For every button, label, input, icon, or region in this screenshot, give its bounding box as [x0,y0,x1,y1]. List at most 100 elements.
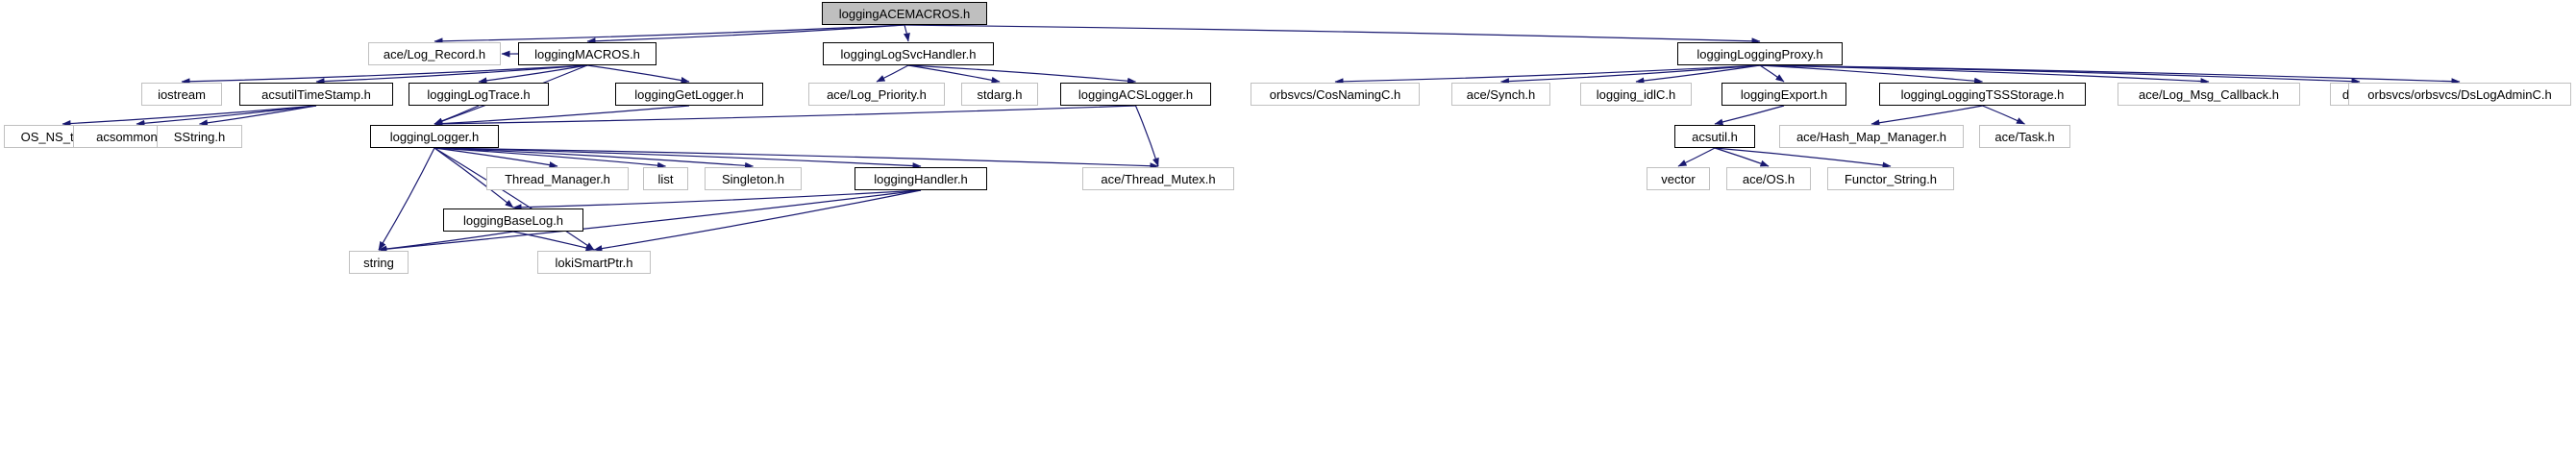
graph-node[interactable]: loggingLogger.h [370,125,499,148]
graph-node-label: Thread_Manager.h [505,171,610,186]
graph-node[interactable]: loggingACSLogger.h [1060,83,1211,106]
graph-node[interactable]: loggingLogSvcHandler.h [823,42,994,65]
graph-node[interactable]: ace/Log_Msg_Callback.h [2118,83,2300,106]
graph-node-label: loggingGetLogger.h [634,86,744,102]
graph-edge [1870,105,1983,127]
graph-node[interactable]: iostream [141,83,222,106]
graph-node[interactable]: loggingLoggingTSSStorage.h [1879,83,2086,106]
graph-edge [378,147,435,251]
graph-edge [904,24,1761,45]
graph-node[interactable]: list [643,167,688,190]
graph-node-label: loggingLoggingTSSStorage.h [1900,86,2065,102]
graph-edge [433,105,480,125]
graph-node-label: acsutilTimeStamp.h [261,86,371,102]
graph-node-label: string [363,255,394,270]
graph-node[interactable]: loggingHandler.h [855,167,987,190]
graph-node[interactable]: loggingMACROS.h [518,42,656,65]
graph-node[interactable]: ace/Task.h [1979,125,2070,148]
graph-node[interactable]: acsutil.h [1674,125,1755,148]
graph-node[interactable]: ace/Synch.h [1451,83,1550,106]
graph-node-label: loggingLogger.h [389,129,480,144]
graph-node[interactable]: ace/Hash_Map_Manager.h [1779,125,1964,148]
graph-node-label: ace/Log_Msg_Callback.h [2139,86,2279,102]
graph-node[interactable]: ace/Log_Record.h [368,42,501,65]
graph-edge [1677,147,1716,167]
graph-node-label: ace/Log_Record.h [383,46,486,61]
graph-node[interactable]: SString.h [157,125,242,148]
graph-edge [1334,64,1761,86]
graph-node[interactable]: loggingLoggingProxy.h [1677,42,1843,65]
graph-edge [512,231,595,252]
graph-edge [1982,105,2025,125]
graph-node-label: vector [1661,171,1696,186]
graph-edge [1714,147,1892,169]
graph-node-label: ace/Hash_Map_Manager.h [1796,129,1947,144]
graph-node-label: loggingLoggingProxy.h [1697,46,1823,61]
graph-node[interactable]: loggingGetLogger.h [615,83,763,106]
graph-edge [1759,64,1983,85]
graph-edge [181,64,588,86]
graph-node[interactable]: logging_idlC.h [1580,83,1692,106]
graph-node-label: orbsvcs/CosNamingC.h [1269,86,1401,102]
graph-edge [199,105,317,127]
graph-node[interactable]: loggingLogTrace.h [409,83,549,106]
graph-node-label: stdarg.h [977,86,1023,102]
graph-edge [593,189,922,253]
graph-node[interactable]: Thread_Manager.h [486,167,629,190]
graph-node[interactable]: vector [1647,167,1710,190]
graph-edge [433,147,922,170]
graph-node[interactable]: acsutilTimeStamp.h [239,83,393,106]
graph-edge [433,147,514,208]
graph-node-label: SString.h [173,129,226,144]
graph-node[interactable]: string [349,251,409,274]
graph-node-label: iostream [158,86,206,102]
graph-node[interactable]: Functor_String.h [1827,167,1954,190]
graph-node-label: acsommonC.h [96,129,177,144]
graph-node[interactable]: loggingBaseLog.h [443,208,583,232]
graph-edge [433,105,690,128]
graph-edge [433,105,1136,128]
graph-node[interactable]: orbsvcs/orbsvcs/DsLogAdminC.h [2348,83,2571,106]
graph-edge [904,24,910,42]
graph-node-label: loggingMACROS.h [534,46,640,61]
graph-edge [62,105,317,128]
graph-edge [876,64,909,83]
graph-node-label: ace/Thread_Mutex.h [1101,171,1216,186]
graph-node[interactable]: lokiSmartPtr.h [537,251,651,274]
graph-node-label: Functor_String.h [1844,171,1938,186]
graph-edge [136,105,317,127]
graph-edge [1759,64,2210,86]
graph-edge [433,24,905,45]
graph-node[interactable]: loggingACEMACROS.h [822,2,987,25]
graph-node[interactable]: ace/Log_Priority.h [808,83,945,106]
graph-edge [1714,147,1770,167]
graph-node[interactable]: Singleton.h [705,167,802,190]
graph-node[interactable]: orbsvcs/CosNamingC.h [1251,83,1420,106]
graph-node-label: loggingLogTrace.h [427,86,531,102]
graph-edge [478,64,588,85]
graph-edge [907,64,1001,84]
graph-edge [907,64,1136,85]
graph-edge [378,231,514,253]
graph-node[interactable]: loggingExport.h [1721,83,1846,106]
graph-node-label: loggingLogSvcHandler.h [840,46,977,61]
graph-edge [1134,105,1159,167]
graph-node-label: Singleton.h [721,171,785,186]
graph-node-label: ace/Log_Priority.h [827,86,927,102]
graph-node[interactable]: ace/OS.h [1726,167,1811,190]
graph-edge [1500,64,1761,86]
graph-node[interactable]: stdarg.h [961,83,1038,106]
graph-node[interactable]: ace/Thread_Mutex.h [1082,167,1234,190]
graph-edge [1714,105,1785,126]
graph-node-label: ace/OS.h [1742,171,1796,186]
graph-node-label: logging_idlC.h [1596,86,1676,102]
graph-edge [433,147,558,169]
graph-edge [433,147,754,169]
graph-node-label: lokiSmartPtr.h [555,255,633,270]
graph-edge [586,24,905,45]
graph-node-label: acsutil.h [1692,129,1738,144]
graph-edge [1759,64,2461,86]
graph-edge [512,189,922,211]
